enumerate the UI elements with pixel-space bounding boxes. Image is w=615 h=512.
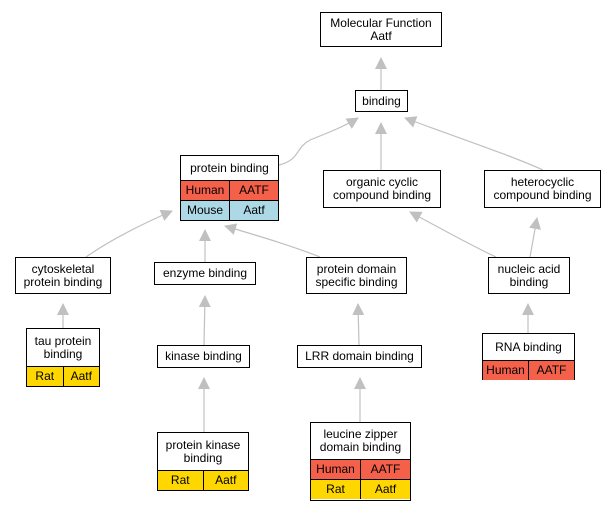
gene-cell: Aatf bbox=[229, 201, 278, 220]
go-term-label: LRR domain binding bbox=[305, 349, 414, 363]
edge-kinase-to-enzyme bbox=[198, 295, 211, 346]
go-term-lrr: LRR domain binding bbox=[297, 345, 422, 368]
go-term-label: organic cyclic compound binding bbox=[332, 175, 432, 202]
gene-cell: Aatf bbox=[360, 480, 410, 499]
go-term-enzyme: enzyme binding bbox=[154, 262, 256, 285]
go-term-label: Molecular Function Aatf bbox=[330, 15, 432, 43]
gene-cell: Aatf bbox=[62, 367, 99, 386]
gene-cell: Aatf bbox=[202, 471, 248, 490]
go-term-label: RNA binding bbox=[495, 339, 562, 354]
edge-protein-domain-to-protein-binding bbox=[224, 223, 321, 258]
go-term-label: protein kinase binding bbox=[165, 437, 241, 465]
gene-cell: AATF bbox=[528, 361, 574, 380]
go-term-cytoskeletal: cytoskeletal protein binding bbox=[15, 257, 111, 294]
go-term-label: leucine zipper domain binding bbox=[319, 427, 402, 454]
species-cell: Human bbox=[483, 361, 528, 380]
species-cell: Mouse bbox=[181, 201, 229, 220]
edge-layer bbox=[57, 57, 544, 432]
go-term-label: cytoskeletal protein binding bbox=[23, 261, 103, 289]
go-term-label: heterocyclic compound binding bbox=[493, 175, 592, 202]
species-cell: Human bbox=[181, 181, 229, 200]
go-term-protein-domain: protein domain specific binding bbox=[306, 257, 407, 294]
go-term-label: protein domain specific binding bbox=[315, 261, 398, 289]
go-term-kinase: kinase binding bbox=[157, 345, 250, 368]
edge-cytoskeletal-to-protein-binding bbox=[85, 209, 173, 258]
go-term-nucleic: nucleic acid binding bbox=[488, 257, 570, 294]
edge-lrr-to-protein-domain bbox=[352, 303, 365, 346]
edge-heterocyclic-to-binding bbox=[404, 116, 544, 171]
go-term-heterocyclic: heterocyclic compound binding bbox=[484, 170, 601, 208]
species-cell: Human bbox=[311, 460, 360, 479]
go-term-mf: Molecular Function Aatf bbox=[320, 12, 442, 47]
go-term-label: nucleic acid binding bbox=[497, 261, 561, 289]
edge-nucleic-to-organic-cyclic bbox=[409, 211, 497, 258]
species-cell: Rat bbox=[27, 367, 63, 386]
go-term-label: protein binding bbox=[190, 160, 269, 175]
go-term-label: tau protein binding bbox=[34, 333, 92, 361]
go-term-label: binding bbox=[362, 93, 401, 108]
go-term-organic-cyclic: organic cyclic compound binding bbox=[323, 170, 441, 208]
edge-protein-binding-to-binding bbox=[278, 117, 359, 166]
gene-cell: AATF bbox=[360, 460, 410, 479]
species-cell: Rat bbox=[158, 471, 203, 490]
edge-nucleic-to-heterocyclic bbox=[529, 217, 541, 258]
go-term-binding: binding bbox=[355, 90, 408, 112]
go-term-label: enzyme binding bbox=[162, 266, 248, 280]
gene-cell: AATF bbox=[229, 181, 278, 200]
species-cell: Rat bbox=[311, 480, 360, 499]
go-term-label: kinase binding bbox=[165, 349, 242, 363]
